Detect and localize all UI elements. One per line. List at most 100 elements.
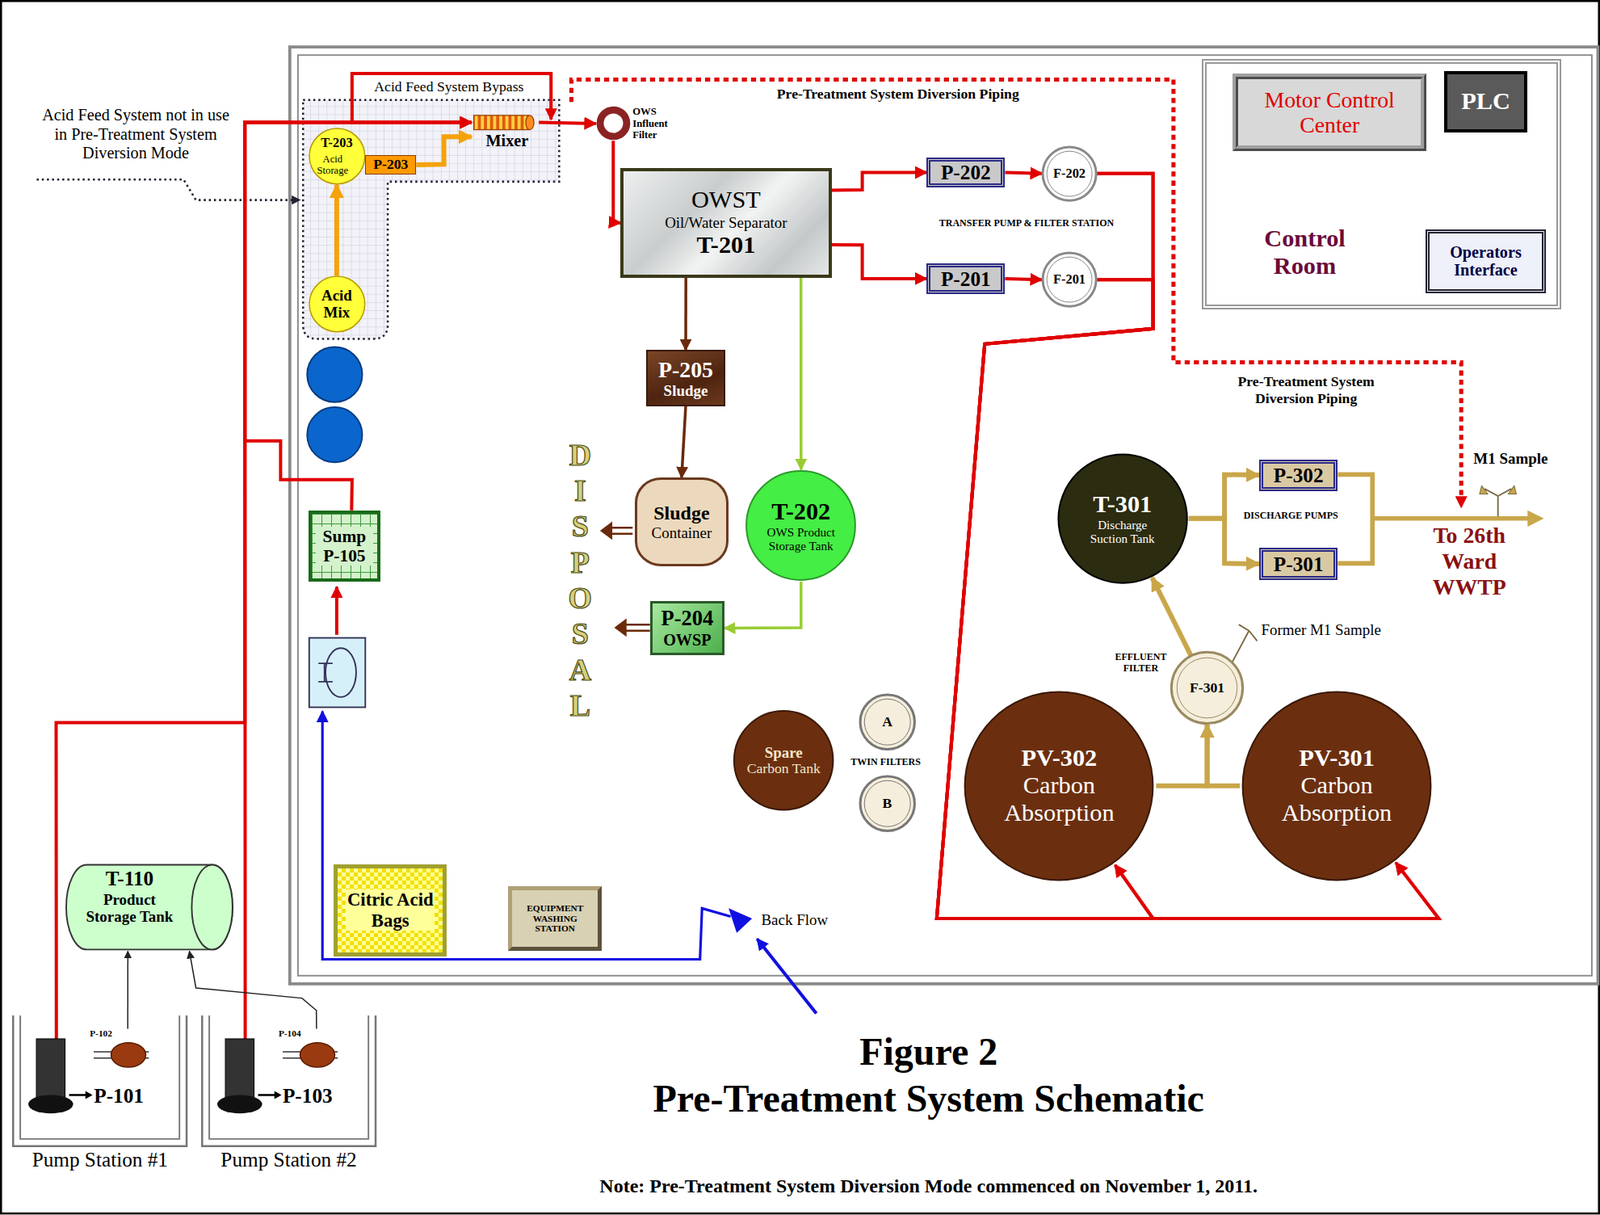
text-area: Citric Acid Bags xyxy=(337,868,443,953)
equipment-box: P-302 xyxy=(1259,459,1338,492)
pipe-connector xyxy=(681,406,686,479)
tank-outline xyxy=(1058,453,1187,583)
sample-tap xyxy=(1484,488,1512,517)
pipe-connector xyxy=(1207,724,1240,786)
equipment-box: P-203 xyxy=(365,155,416,175)
pipe-connector xyxy=(1188,518,1260,564)
mixer-end xyxy=(525,115,534,131)
pipe-connector xyxy=(684,277,688,351)
node-text: Container xyxy=(642,524,720,542)
tank-circle: A xyxy=(859,693,916,750)
text-area: P-205Sludge xyxy=(647,351,725,404)
pump-arrowhead xyxy=(274,1091,282,1100)
node-text: P-302 xyxy=(1265,463,1332,487)
tank-circle: T-301Discharge Suction Tank xyxy=(1056,452,1189,585)
node-text: Oil/Water Separator xyxy=(629,214,823,231)
valve-node: P-102 xyxy=(89,1028,152,1071)
pipe-connector xyxy=(936,279,1154,919)
annotation-label: Pre-Treatment System Diversion Piping xyxy=(713,85,1082,102)
node-text: P-203 xyxy=(367,156,416,173)
pump-station: Pump Station #1 P-101 P-102 xyxy=(12,1015,188,1197)
backflow-preventer xyxy=(728,907,752,933)
node-text: OWST xyxy=(629,186,823,215)
text-area: P-201 xyxy=(930,267,1001,290)
equipment-box: P-201 xyxy=(926,263,1005,294)
text-area: P-301 xyxy=(1263,551,1334,576)
tank-circle: Acid Mix xyxy=(308,275,366,333)
text-area: OWSTOil/Water SeparatorT-201 xyxy=(623,171,829,274)
water-supply-line xyxy=(756,938,816,1013)
node-text: P-204 xyxy=(654,606,720,631)
wet-well xyxy=(12,1015,187,1147)
pipe-connector xyxy=(334,184,340,276)
text-area: A xyxy=(859,693,916,750)
node-text: OWS Influent Filter xyxy=(632,105,686,140)
tank-outline xyxy=(860,694,915,749)
text-area: P-302 xyxy=(1263,463,1334,488)
tank-outline xyxy=(1171,651,1243,723)
annotation-label: Pre-Treatment System Diversion Piping xyxy=(1224,373,1388,407)
equipment-box: P-301 xyxy=(1259,547,1338,580)
text-area: P-204OWSP xyxy=(652,603,723,653)
tank-outline xyxy=(1243,691,1432,880)
tank-circle: PV-302Carbon Absorption xyxy=(961,688,1156,883)
sample-tap-head xyxy=(1507,485,1517,494)
text-area: F-201 xyxy=(1041,251,1097,307)
annotation-label: Note: Pre-Treatment System Diversion Mod… xyxy=(407,1175,1449,1198)
text-area: P-203 xyxy=(365,155,416,174)
node-text: A xyxy=(863,713,912,731)
blue-drum xyxy=(306,407,362,462)
callout-leader xyxy=(36,179,300,200)
pipe-connector xyxy=(724,581,802,629)
equipment-box: Sump P-105 xyxy=(308,510,382,582)
disposal-arrowhead xyxy=(600,521,613,541)
pump-base xyxy=(28,1095,74,1114)
building-wall xyxy=(289,46,1599,984)
tank-circle: B xyxy=(859,775,916,832)
node-text: Citric Acid Bags xyxy=(345,889,435,931)
filter-ring: OWS Influent Filter xyxy=(596,105,686,141)
tank-body xyxy=(66,864,233,950)
annotation-label: M1 Sample xyxy=(1473,449,1586,468)
pipe-connector xyxy=(1004,278,1042,280)
node-text: P-101 xyxy=(93,1083,160,1107)
text-area: F-202 xyxy=(1041,146,1097,202)
equipment-box: Operators Interface xyxy=(1425,229,1546,293)
node-text: P-102 xyxy=(89,1028,126,1039)
equipment-box: PLC xyxy=(1444,71,1529,133)
node-text: Pump Station #1 xyxy=(12,1147,188,1171)
node-text: Carbon Tank xyxy=(744,760,823,777)
tank-outline xyxy=(746,470,856,580)
pipe-connector xyxy=(1155,724,1207,786)
blue-drum xyxy=(306,347,362,403)
node-text: OWSP xyxy=(654,630,720,650)
disposal-arrowhead xyxy=(614,618,627,638)
pump-body xyxy=(36,1038,65,1098)
text-area: SludgeContainer xyxy=(637,479,727,564)
valve-node: P-104 xyxy=(278,1028,341,1071)
node-text: PV-301 xyxy=(1265,744,1409,773)
wet-well-inner xyxy=(20,1015,180,1139)
annotation-label: Former M1 Sample xyxy=(1261,621,1416,639)
node-text: Product Storage Tank xyxy=(78,890,181,925)
storage-tank: T-110Product Storage Tank xyxy=(66,862,233,952)
tank-circle: F-301 xyxy=(1170,650,1244,725)
text-area: PLC xyxy=(1447,74,1525,130)
discharge-line xyxy=(1337,474,1531,563)
filter-ring-shape xyxy=(600,109,627,137)
node-text: Pump Station #2 xyxy=(201,1147,377,1171)
node-text: T-201 xyxy=(629,231,823,260)
pump-arrow xyxy=(258,1093,276,1097)
figure-title: Figure 2 xyxy=(775,1028,1082,1074)
node-text: PLC xyxy=(1448,88,1523,116)
equipment-box: Motor Control Center xyxy=(1232,73,1427,152)
node-text: Sludge xyxy=(649,382,723,399)
equipment-box: P-204OWSP xyxy=(650,600,725,656)
node-text: P-201 xyxy=(932,267,1000,290)
annotation-label: To 26th Ward WWTP xyxy=(1418,522,1521,601)
equipment-box: EQUIPMENT WASHING STATION xyxy=(508,886,602,952)
tank-outline xyxy=(734,710,834,811)
text-area: EQUIPMENT WASHING STATION xyxy=(512,890,598,948)
